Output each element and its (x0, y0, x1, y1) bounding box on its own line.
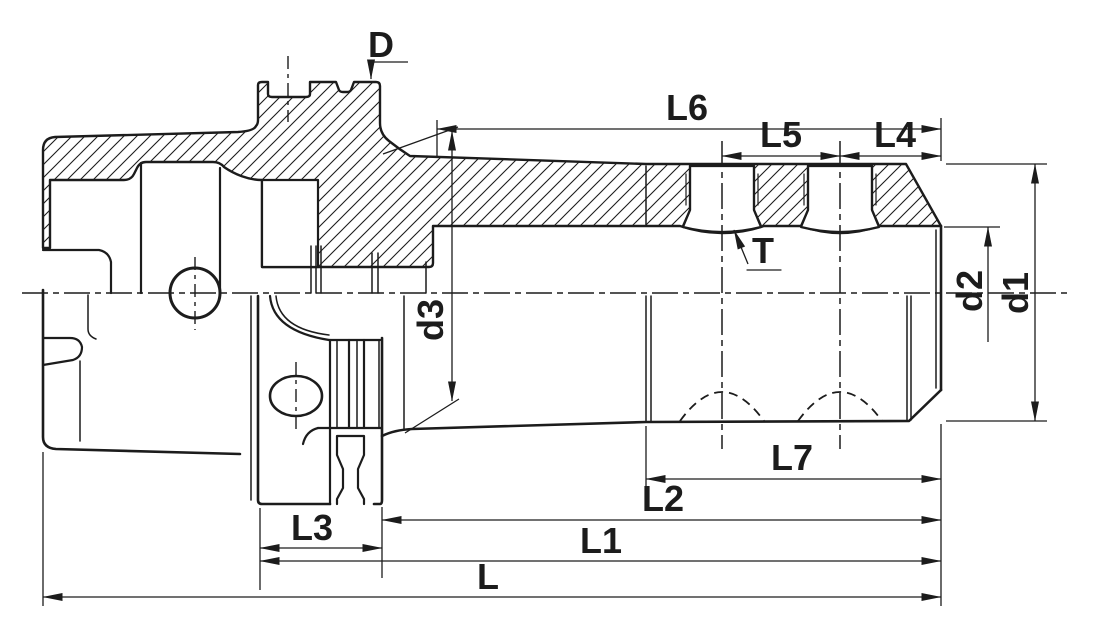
flange-gripper-groove (268, 294, 384, 506)
centerlines (22, 56, 1068, 449)
dim-label-T: T (752, 230, 774, 271)
shank-face-notch-edges (79, 294, 97, 442)
coolant-tube-lines (310, 245, 427, 294)
neck-and-body-bottom-silhouette (380, 388, 943, 438)
set-screw-hole-front-outline (681, 163, 763, 228)
screw-dimple-hidden-front (679, 391, 765, 422)
shank-bottom-silhouette (41, 288, 242, 456)
groove-flank-edges-thin (336, 339, 380, 429)
leader-T (733, 229, 749, 265)
dim-label-L5: L5 (760, 114, 802, 155)
dim-label-d1: d1 (995, 272, 1036, 314)
set-screw-hole-front-thread (685, 173, 759, 206)
groove-lower-arc (301, 426, 320, 446)
dim-label-L7: L7 (771, 437, 813, 478)
groove-key-stem (335, 434, 366, 506)
section-wall-hatched (41, 80, 943, 269)
flange-internal-cavity (260, 178, 320, 269)
groove-flank-edges (328, 338, 366, 506)
groove-fillet-arc-inner (275, 295, 330, 336)
dim-label-D: D (368, 24, 394, 65)
dimension-labels: D L6 L5 L4 T d3 d2 d1 L7 L2 L3 L1 L (291, 24, 1036, 597)
shank-cavity-step (41, 248, 113, 295)
dim-label-L4: L4 (874, 114, 916, 155)
dim-label-L3: L3 (291, 507, 333, 548)
flange-bottom-outline (256, 294, 384, 506)
dim-label-L: L (477, 556, 499, 597)
dim-label-L2: L2 (642, 478, 684, 519)
dim-label-d2: d2 (949, 270, 990, 312)
tool-holder-sectioned-half (41, 80, 943, 295)
dim-label-L6: L6 (666, 87, 708, 128)
dim-label-d3: d3 (410, 299, 451, 341)
set-screw-hole-rear-outline (799, 163, 881, 228)
clamping-chamber-walls (139, 161, 222, 295)
cone-cylinder-junction-edges (645, 295, 652, 422)
end-chamfer-start-edges (906, 295, 912, 421)
screw-dimple-hidden-rear (797, 391, 883, 422)
dimensions (42, 59, 1047, 606)
leader-D (367, 59, 408, 80)
groove-fillet-arc (268, 294, 331, 342)
shank-face-notch (41, 336, 84, 367)
set-screw-hole-rear-thread (803, 173, 877, 206)
dim-label-L1: L1 (580, 520, 622, 561)
